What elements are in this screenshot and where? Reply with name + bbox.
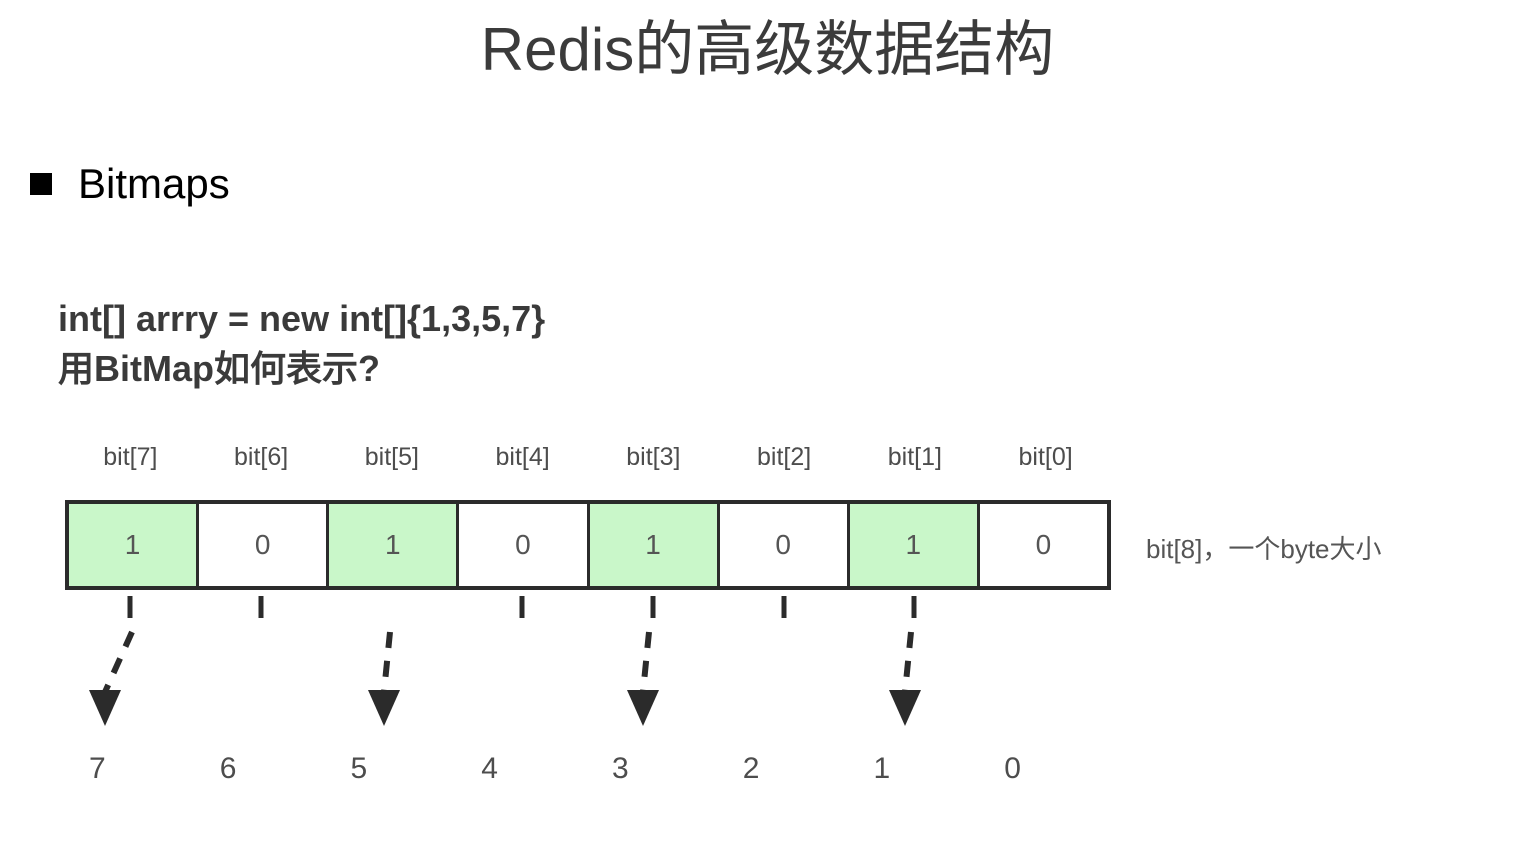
bit-label: bit[0] xyxy=(1018,443,1073,471)
bit-label: bit[7] xyxy=(103,443,158,471)
arrow-to-index-1 xyxy=(889,631,921,726)
byte-size-annotation: bit[8]，一个byte大小 xyxy=(1146,534,1382,564)
arrow-to-index-7 xyxy=(89,630,135,726)
bit-cell: 1 xyxy=(849,504,980,586)
mapping-arrows xyxy=(89,596,921,726)
arrow-to-index-5 xyxy=(368,631,400,726)
bitmap-diagram: bit[7] bit[6] bit[5] bit[4] bit[3] bit[2… xyxy=(65,440,1111,590)
bit-cell: 0 xyxy=(459,504,590,586)
bullet-list-item: Bitmaps xyxy=(30,160,230,208)
bit-label: bit[1] xyxy=(887,443,942,471)
index-number: 4 xyxy=(481,752,498,785)
bit-label-row: bit[7] bit[6] bit[5] bit[4] bit[3] bit[2… xyxy=(65,440,1111,482)
bit-label: bit[3] xyxy=(626,443,681,471)
index-number: 0 xyxy=(1004,752,1021,785)
bit-label: bit[2] xyxy=(757,443,812,471)
bitmap-byte-table: 1 0 1 0 1 0 1 0 xyxy=(65,500,1111,590)
bit-cell: 1 xyxy=(589,504,720,586)
index-number: 5 xyxy=(350,752,368,785)
bit-cell: 0 xyxy=(719,504,850,586)
bullet-item-label: Bitmaps xyxy=(78,160,230,207)
page-title: Redis的高级数据结构 xyxy=(480,16,1055,83)
index-number: 1 xyxy=(873,752,891,785)
index-number: 6 xyxy=(219,752,237,785)
bit-label: bit[4] xyxy=(495,443,550,471)
arrow-to-index-3 xyxy=(627,631,659,726)
code-line-question: 用BitMap如何表示? xyxy=(58,348,380,389)
bit-label: bit[6] xyxy=(234,443,289,471)
code-line-array-declaration: int[] arrry = new int[]{1,3,5,7} xyxy=(58,298,546,339)
bit-cell: 0 xyxy=(199,504,330,586)
index-number: 7 xyxy=(89,752,106,785)
bit-label: bit[5] xyxy=(364,443,419,471)
index-number: 2 xyxy=(742,752,760,785)
bit-cell: 0 xyxy=(979,504,1107,586)
bit-cell: 1 xyxy=(329,504,460,586)
index-number-row: 7 6 5 4 3 2 1 0 xyxy=(65,748,1111,790)
index-number: 3 xyxy=(612,752,629,785)
square-bullet-icon xyxy=(30,173,52,195)
bit-cell: 1 xyxy=(69,504,200,586)
code-question-block: int[] arrry = new int[]{1,3,5,7} 用BitMap… xyxy=(58,295,545,393)
